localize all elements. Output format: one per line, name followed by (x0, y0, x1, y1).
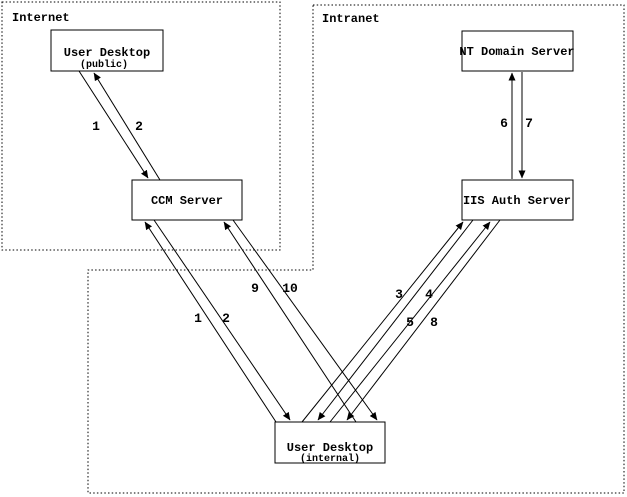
node-user-desktop-internal-subtitle: (internal) (300, 453, 360, 465)
edge-label-iis-5: 5 (406, 315, 414, 330)
node-user-desktop-public-subtitle: (public) (80, 59, 128, 71)
edge-desktop-internal-to-ccm-9 (223, 221, 357, 423)
edge-desktop-internal-to-iis-5 (329, 221, 491, 423)
edge-label-internal-ccm-10: 10 (282, 281, 298, 296)
node-user-desktop-public-box (50, 29, 164, 72)
edge-label-internet-1: 1 (92, 119, 100, 134)
node-iis-auth-server: IIS Auth Server (461, 179, 574, 221)
intranet-region-label: Intranet (322, 12, 380, 26)
node-user-desktop-public: User Desktop (public) (50, 29, 164, 72)
internet-region-label: Internet (12, 11, 70, 25)
edge-label-nt-6: 6 (500, 116, 508, 131)
node-nt-domain-server-box (461, 30, 574, 72)
edge-label-internet-2: 2 (135, 119, 143, 134)
node-iis-auth-server-title: IIS Auth Server (463, 194, 571, 208)
edge-label-internal-ccm-1: 1 (194, 311, 202, 326)
edge-label-iis-8: 8 (430, 315, 438, 330)
edge-label-internal-ccm-2: 2 (222, 311, 230, 326)
edge-desktop-internal-to-iis-3 (301, 221, 464, 423)
intranet-region-outline (87, 4, 625, 494)
node-ccm-server-box (131, 179, 243, 221)
edge-iis-to-desktop-internal-8 (346, 219, 501, 421)
node-ccm-server-title: CCM Server (151, 194, 223, 208)
node-ccm-server: CCM Server (131, 179, 243, 221)
edge-label-nt-7: 7 (525, 116, 533, 131)
edge-desktop-internal-to-ccm-1 (144, 221, 277, 423)
edge-label-internal-ccm-9: 9 (251, 281, 259, 296)
node-user-desktop-internal: User Desktop (internal) (274, 421, 386, 465)
node-nt-domain-server-title: NT Domain Server (459, 45, 574, 59)
edge-label-iis-4: 4 (425, 287, 433, 302)
edge-ccm-to-desktop-internal-2 (153, 219, 291, 421)
edge-label-iis-3: 3 (395, 287, 403, 302)
node-iis-auth-server-box (461, 179, 574, 221)
edge-ccm-to-desktop-public (93, 72, 161, 181)
edge-iis-to-desktop-internal-4 (317, 219, 474, 421)
edge-ccm-to-desktop-internal-10 (232, 219, 378, 421)
node-user-desktop-internal-title: User Desktop (287, 441, 373, 455)
node-nt-domain-server: NT Domain Server (459, 30, 575, 72)
node-user-desktop-public-title: User Desktop (64, 46, 150, 60)
edge-desktop-public-to-ccm (78, 70, 149, 179)
node-user-desktop-internal-box (274, 421, 386, 464)
